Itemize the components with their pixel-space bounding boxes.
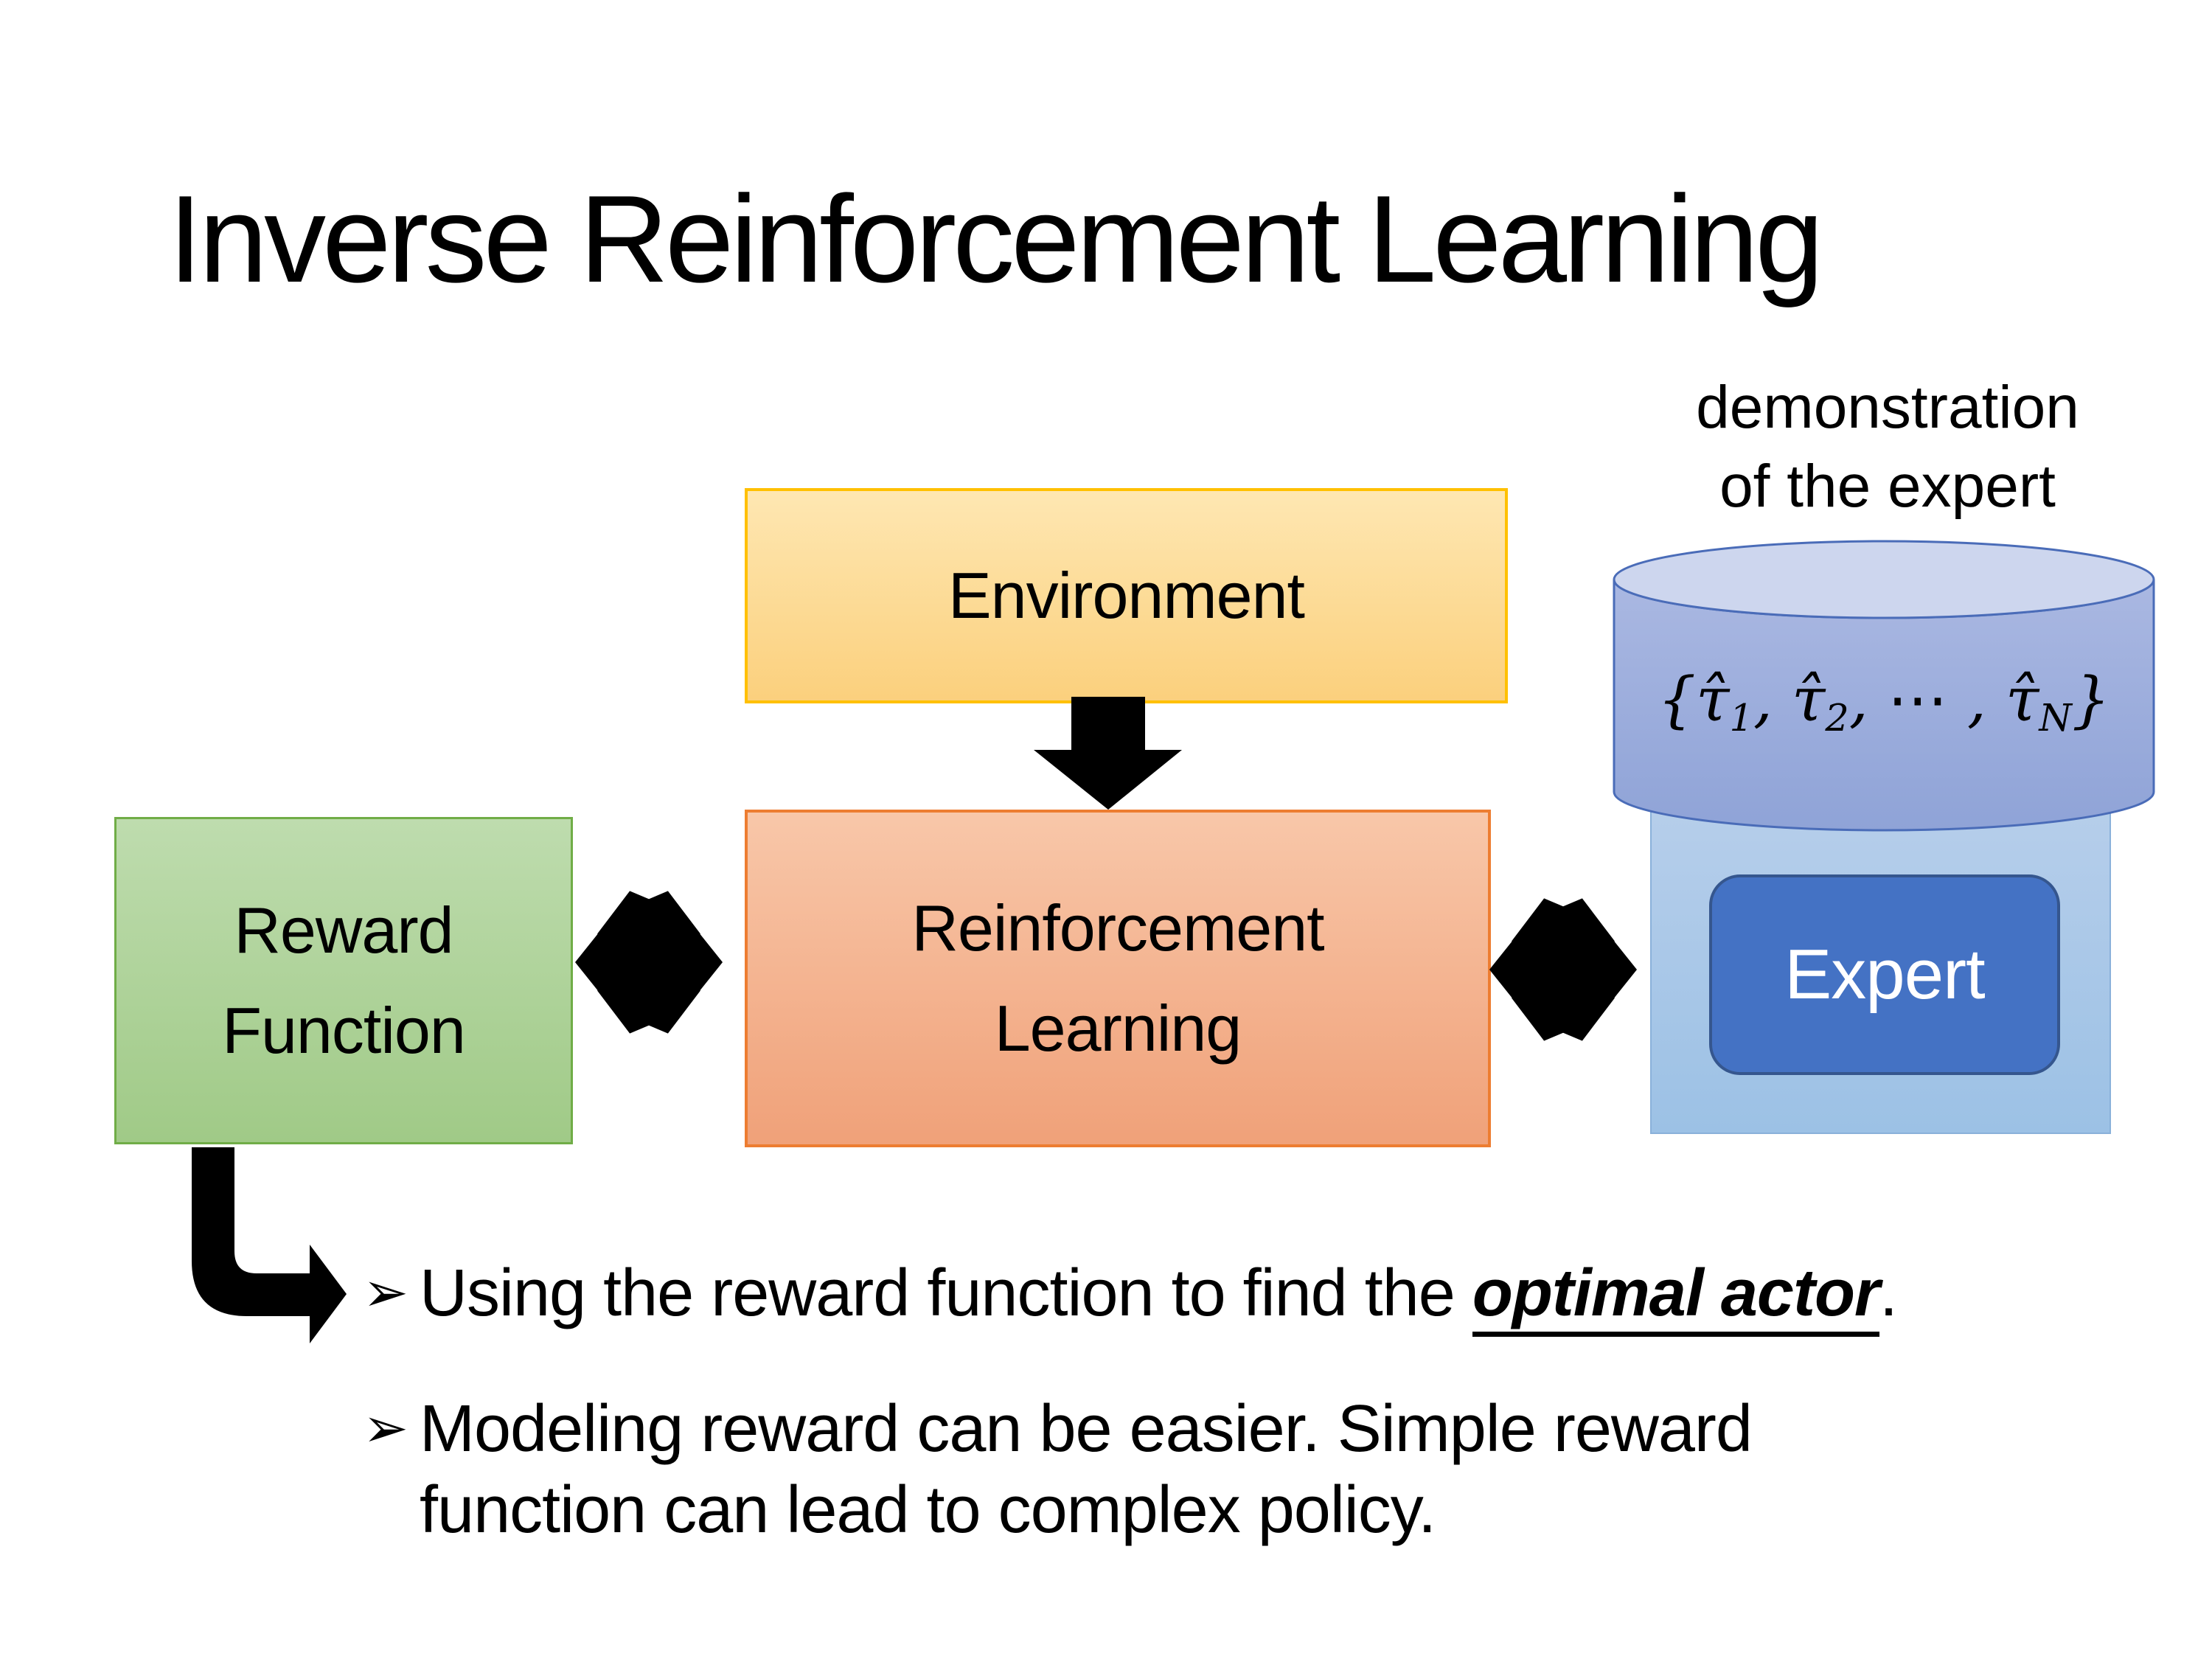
formula-seg: , τ̂ [1753, 665, 1826, 735]
bullet-item: ➢ Using the reward function to find the … [363, 1253, 2162, 1337]
reinforcement-learning-label-line1: Reinforcement [911, 891, 1324, 964]
demonstration-label-line2: of the expert [1719, 452, 2056, 520]
bullet-text: Using the reward function to find the op… [420, 1253, 1898, 1337]
double-arrow-horizontal [575, 918, 723, 1006]
page-title: Inverse Reinforcement Learning [168, 170, 1824, 308]
bidirectional-arrow-right-icon [1489, 898, 1637, 1041]
expert-label: Expert [1784, 935, 1985, 1014]
bidirectional-arrow-left-icon [575, 891, 723, 1034]
demonstration-label-line1: demonstration [1696, 374, 2079, 441]
bullet-2-line1: Modeling reward can be easier. Simple re… [420, 1392, 1753, 1466]
expert-box: Expert [1709, 874, 2060, 1075]
reinforcement-learning-box: Reinforcement Learning [745, 810, 1491, 1147]
bullet-1-emphasis: optimal actor [1472, 1256, 1880, 1337]
down-arrow-icon [1034, 697, 1182, 810]
environment-box: Environment [745, 488, 1508, 703]
bent-arrow-icon [192, 1147, 347, 1343]
formula-seg: {τ̂ [1657, 665, 1730, 735]
double-arrow-horizontal [1489, 925, 1637, 1014]
bullet-text: Modeling reward can be easier. Simple re… [420, 1389, 1753, 1551]
bullet-item: ➢ Modeling reward can be easier. Simple … [363, 1389, 2162, 1551]
bullet-1-pre: Using the reward function to find the [420, 1256, 1472, 1330]
arrow-bullet-icon: ➢ [363, 1397, 408, 1460]
arrow-bullet-icon: ➢ [363, 1261, 408, 1324]
demonstration-label: demonstration of the expert [1607, 369, 2168, 526]
environment-label: Environment [947, 558, 1305, 632]
formula-sub: N [2039, 696, 2072, 740]
database-cylinder-icon [1613, 540, 2155, 832]
formula-seg: } [2071, 665, 2111, 735]
reward-function-label-line1: Reward [234, 893, 453, 967]
bullet-2-line2: function can lead to complex policy. [420, 1472, 1436, 1547]
reinforcement-learning-label-line2: Learning [994, 992, 1242, 1065]
formula-sub: 1 [1729, 696, 1753, 740]
reward-function-label-line2: Function [222, 994, 466, 1067]
trajectory-set-formula: {τ̂1, τ̂2, ⋯ , τ̂N} [1613, 665, 2154, 740]
formula-seg: , ⋯ , τ̂ [1848, 665, 2039, 735]
cylinder-top [1613, 540, 2155, 619]
formula-sub: 2 [1825, 696, 1849, 740]
bullet-1-post: . [1879, 1256, 1898, 1330]
reward-function-box: Reward Function [114, 817, 573, 1144]
